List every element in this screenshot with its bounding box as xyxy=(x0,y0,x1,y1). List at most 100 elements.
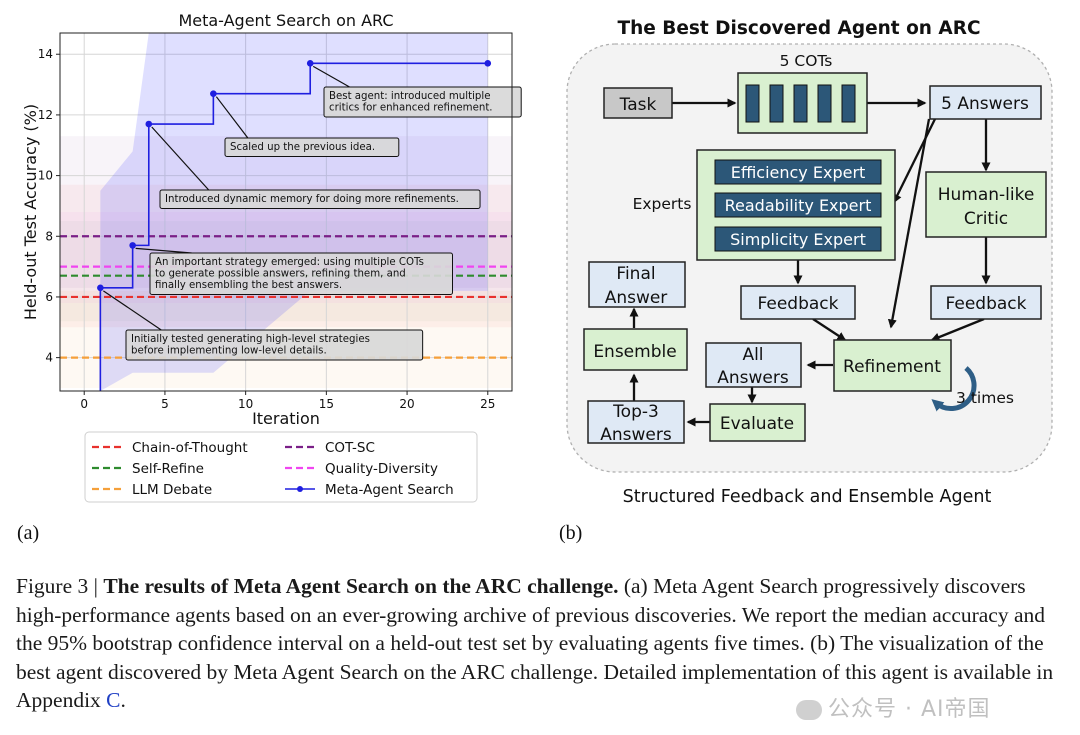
appendix-link[interactable]: C xyxy=(106,688,121,712)
loop-arrow-icon xyxy=(931,366,977,412)
figure-caption: Figure 3 | The results of Meta Agent Sea… xyxy=(16,572,1066,715)
annotation-text: Scaled up the previous idea. xyxy=(230,142,375,153)
feedback-left-label: Feedback xyxy=(758,294,839,314)
annotation-arrow xyxy=(135,247,192,254)
critic-label-2: Critic xyxy=(964,209,1008,229)
all-answers-label-1: All xyxy=(742,345,763,365)
annotation-arrow xyxy=(215,96,249,139)
annotation-box xyxy=(224,137,400,157)
annotation-arrow xyxy=(312,65,350,88)
annotation-box xyxy=(323,86,522,118)
chart-legend: Chain-of-Thought COT-SC Self-Refine Quality… xyxy=(84,431,478,503)
wechat-icon xyxy=(796,700,822,720)
x-tick-label: 15 xyxy=(319,397,334,411)
data-point[interactable] xyxy=(97,284,104,292)
caption-end: . xyxy=(120,688,126,712)
legend-label: Quality-Diversity xyxy=(325,461,438,477)
y-tick-label: 14 xyxy=(38,47,53,61)
readability-expert[interactable] xyxy=(714,192,882,218)
annotation-box xyxy=(149,252,453,295)
plot-frame xyxy=(59,32,513,392)
annotation-text: finally ensembling the best answers. xyxy=(155,280,342,291)
critic-box[interactable] xyxy=(925,171,1047,238)
annotation-text: critics for enhanced refinement. xyxy=(329,103,493,114)
annotation-text: An important strategy emerged: using mul… xyxy=(155,257,424,268)
annotation-text: Initially tested generating high-level s… xyxy=(131,334,370,345)
feedback-left-box[interactable] xyxy=(740,285,856,320)
refinement-label: Refinement xyxy=(843,357,941,377)
simplicity-expert-label: Simplicity Expert xyxy=(730,230,866,249)
task-box xyxy=(603,87,673,119)
feedback-right-box[interactable] xyxy=(930,285,1042,320)
annotation-text: to generate possible answers, refining t… xyxy=(155,269,406,280)
data-point[interactable] xyxy=(129,242,136,249)
evaluate-box[interactable] xyxy=(709,403,806,442)
confidence-interval-area xyxy=(100,33,488,391)
cot-bars xyxy=(745,84,856,123)
legend-frame xyxy=(84,431,478,503)
diagram-arrows xyxy=(629,98,991,427)
five-answers-box[interactable] xyxy=(929,85,1042,120)
legend-label: Meta-Agent Search xyxy=(325,482,454,498)
y-axis-label: Held-out Test Accuracy (%) xyxy=(21,104,40,320)
critic-label-1: Human-like xyxy=(938,185,1035,205)
x-tick-label: 25 xyxy=(480,397,495,411)
legend-swatch-marker xyxy=(297,486,303,492)
caption-body: (a) Meta Agent Search progressively disc… xyxy=(16,574,1054,712)
y-tick-label: 12 xyxy=(38,108,53,122)
x-tick-label: 5 xyxy=(161,397,169,411)
top3-label-1: Top-3 xyxy=(612,402,659,422)
annotation-arrow xyxy=(151,126,210,191)
simplicity-expert[interactable] xyxy=(714,226,882,252)
efficiency-expert-label: Efficiency Expert xyxy=(731,163,866,182)
efficiency-expert[interactable] xyxy=(714,159,882,185)
task-label: Task xyxy=(619,95,657,115)
evaluate-label: Evaluate xyxy=(720,414,794,434)
legend-label: Chain-of-Thought xyxy=(132,440,248,456)
watermark-text: 公众号 · AI帝国 xyxy=(828,697,991,722)
y-tick-label: 6 xyxy=(45,290,53,304)
annotation-box xyxy=(125,329,424,361)
final-answer-label-2: Answer xyxy=(605,288,668,308)
all-answers-box[interactable] xyxy=(705,342,802,388)
annotation-text: before implementing low-level details. xyxy=(131,346,327,357)
top3-answers-box[interactable] xyxy=(587,400,685,444)
data-point[interactable] xyxy=(484,60,492,67)
panel-label-a: (a) xyxy=(17,522,40,544)
watermark: 公众号 · AI帝国 xyxy=(796,691,991,723)
annotation-arrow xyxy=(103,290,162,331)
caption-prefix: Figure 3 | xyxy=(16,574,104,598)
data-point[interactable] xyxy=(306,60,314,67)
x-axis-label: Iteration xyxy=(252,409,320,428)
top3-label-2: Answers xyxy=(600,425,672,445)
annotation-text: Introduced dynamic memory for doing more… xyxy=(165,194,459,205)
data-point[interactable] xyxy=(210,90,217,97)
ensemble-box[interactable] xyxy=(583,328,688,371)
y-tick-label: 10 xyxy=(38,169,53,183)
five-answers-label: 5 Answers xyxy=(941,94,1029,114)
times-label: 3 times xyxy=(956,389,1014,407)
panel-label-b: (b) xyxy=(559,522,583,544)
agent-diagram: The Best Discovered Agent on ARC Task 5 … xyxy=(566,18,1053,507)
legend-label: COT-SC xyxy=(325,440,375,456)
feedback-right-label: Feedback xyxy=(946,294,1027,314)
diagram-subtitle: Structured Feedback and Ensemble Agent xyxy=(623,487,992,507)
chart-title: Meta-Agent Search on ARC xyxy=(178,11,393,30)
experts-label: Experts xyxy=(633,195,692,213)
diagram-title: The Best Discovered Agent on ARC xyxy=(617,18,980,39)
x-tick-label: 20 xyxy=(399,397,414,411)
cots-label: 5 COTs xyxy=(780,52,833,70)
final-answer-label-1: Final xyxy=(616,264,655,284)
x-tick-label: 0 xyxy=(80,397,88,411)
data-point[interactable] xyxy=(145,120,153,128)
legend-label: LLM Debate xyxy=(132,482,212,498)
caption-title: The results of Meta Agent Search on the … xyxy=(103,574,619,598)
annotation-box xyxy=(159,189,481,209)
accuracy-chart: Meta-Agent Search on ARC Best agent: int… xyxy=(21,11,522,503)
y-tick-label: 8 xyxy=(45,229,53,243)
legend-label: Self-Refine xyxy=(132,461,204,477)
final-answer-box[interactable] xyxy=(588,261,686,308)
x-tick-label: 10 xyxy=(238,397,253,411)
refinement-box[interactable] xyxy=(833,339,952,392)
y-tick-label: 4 xyxy=(45,351,53,365)
